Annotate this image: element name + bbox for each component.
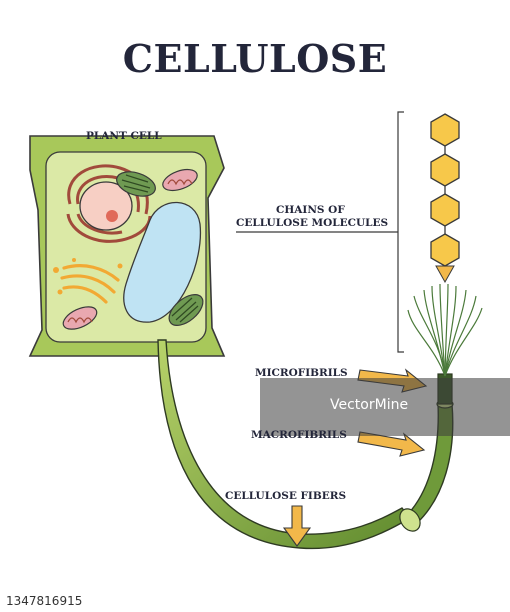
- page-title: CELLULOSE: [122, 36, 388, 81]
- chain-bracket: [236, 111, 404, 353]
- chloroplast: [168, 294, 204, 326]
- mitochondrion: [162, 168, 198, 192]
- fibers-arrow: [282, 505, 312, 547]
- chains-label-line1: CHAINS OF: [276, 204, 345, 216]
- cellulose-fibers-label: CELLULOSE FIBERS: [225, 490, 347, 502]
- endoplasmic-reticulum: [66, 164, 152, 243]
- nucleolus: [106, 210, 118, 222]
- nucleus: [79, 181, 133, 231]
- plant-cell-label: PLANT CELL: [86, 130, 162, 142]
- watermark-banner: [260, 378, 510, 436]
- macrofibrils-arrow: [357, 431, 426, 457]
- macrofibrils-label: MACROFIBRILS: [251, 429, 347, 441]
- chloroplast: [116, 171, 156, 197]
- chains-label-line2: CELLULOSE MOLECULES: [236, 217, 389, 229]
- cellulose-molecule-chain: [430, 113, 460, 267]
- glucose-hexagon: [430, 193, 460, 227]
- microfibrils-label: MICROFIBRILS: [255, 367, 348, 379]
- golgi-apparatus: [60, 264, 120, 304]
- golgi-vesicles: [53, 258, 123, 295]
- stock-id: 1347816915: [0, 591, 89, 612]
- microfibril-strands: [407, 283, 483, 377]
- glucose-hexagon: [430, 233, 460, 267]
- mitochondrion: [62, 306, 98, 330]
- glucose-hexagon: [430, 113, 460, 147]
- watermark-text: VectorMine: [330, 397, 409, 413]
- plant-cell: [28, 135, 226, 357]
- vacuole: [123, 201, 202, 323]
- glucose-hexagon: [430, 153, 460, 187]
- molecule-funnel: [435, 265, 455, 284]
